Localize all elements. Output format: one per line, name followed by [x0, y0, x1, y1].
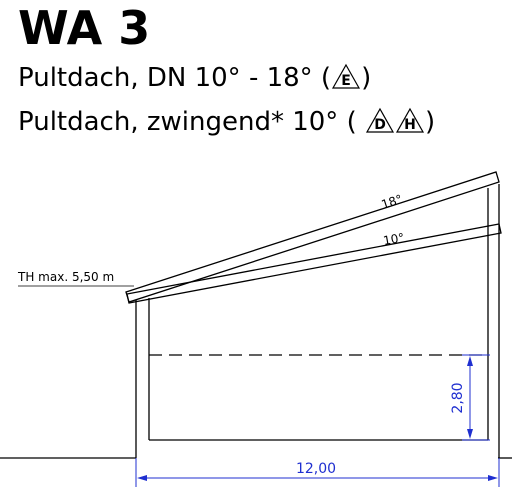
height-dim-arrow-bottom — [467, 429, 473, 439]
roof-type-line-1: Pultdach, DN 10° - 18° ( E) — [18, 62, 371, 93]
width-dim-arrow-right — [488, 475, 498, 481]
width-dim-arrow-left — [137, 475, 147, 481]
roof-type-line-2: Pultdach, zwingend* 10° ( D H) — [18, 106, 435, 137]
angle-18-label: 18° — [380, 192, 405, 212]
page-title: WA 3 — [18, 1, 151, 55]
zone-badge-d-label: D — [374, 117, 386, 133]
roof-18-degree — [125, 171, 500, 303]
angle-10-label: 10° — [382, 230, 405, 247]
roof-10-degree — [126, 223, 502, 304]
roof-type-line-2-text: Pultdach, zwingend* 10° ( — [18, 107, 357, 137]
zone-badge-e-label: E — [341, 73, 351, 89]
roof-type-line-2-close: ) — [424, 107, 436, 137]
zone-badge-e: E — [331, 62, 361, 90]
height-dimension-label: 2,80 — [450, 382, 466, 413]
zone-badge-d: D — [365, 106, 395, 134]
zone-badge-h-label: H — [404, 117, 416, 133]
eave-height-label: TH max. 5,50 m — [17, 270, 114, 284]
roof-type-line-1-close: ) — [361, 63, 372, 93]
zone-badge-h: H — [395, 106, 425, 134]
height-dim-arrow-top — [467, 356, 473, 366]
roof-type-line-1-text: Pultdach, DN 10° - 18° ( — [18, 63, 332, 93]
width-dimension-label: 12,00 — [296, 461, 336, 477]
